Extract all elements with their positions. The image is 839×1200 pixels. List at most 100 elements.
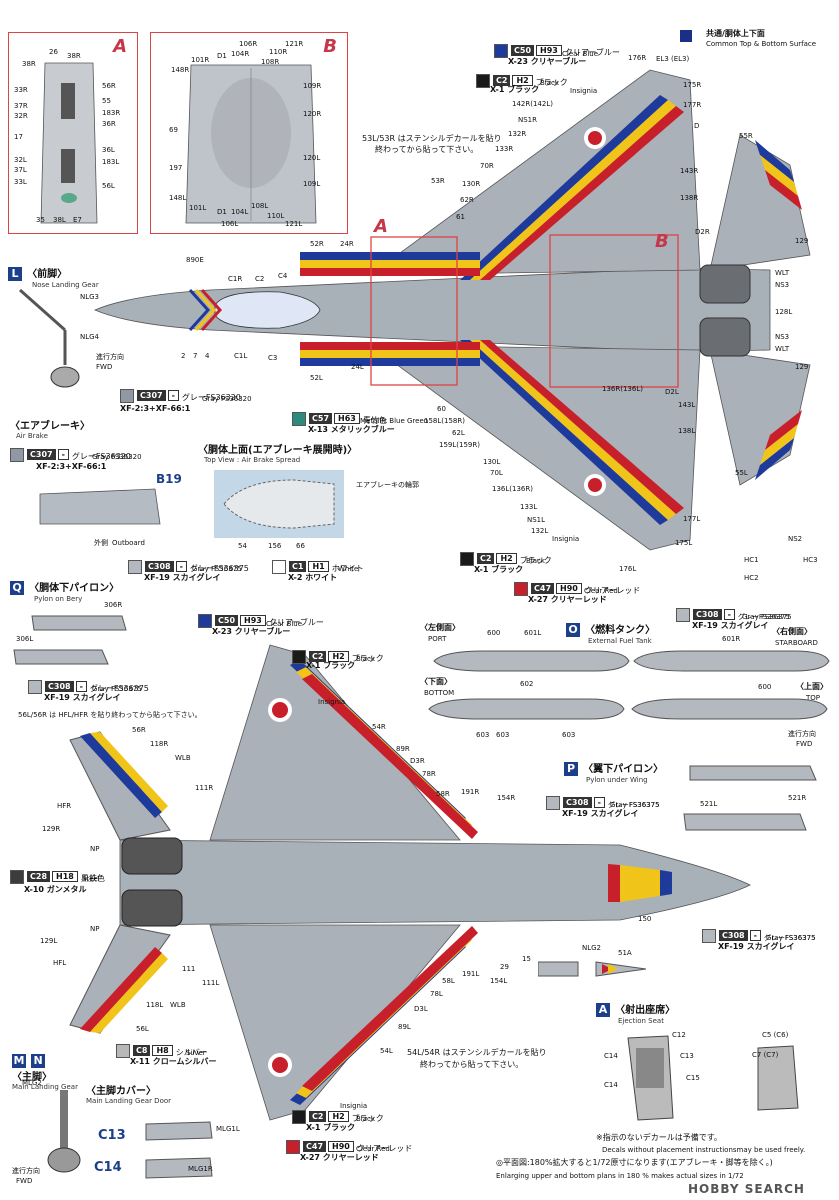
c308l-swatch — [702, 928, 716, 943]
c308-swatch — [128, 559, 142, 574]
c2-code: C2 — [493, 75, 511, 86]
lbl: 111 — [182, 965, 196, 973]
c2l-x: X-1 ブラック — [306, 661, 356, 670]
c8-h: H8 — [152, 1045, 173, 1056]
lbl: MLG2 — [22, 1079, 42, 1087]
c50l-jp: クリアーブルー — [268, 618, 324, 627]
lbl: 143R — [680, 167, 699, 175]
c307ab-x: XF-2:3+XF-66:1 — [36, 462, 107, 471]
lbl: 29 — [500, 963, 509, 971]
lbl: C7 (C7) — [752, 1051, 779, 1059]
c50-code: C50 — [511, 45, 535, 56]
lbl: D1 — [217, 52, 227, 60]
fwd-jp-tank: 進行方向 — [788, 730, 816, 738]
c308pw-en: Gray FS36375 — [610, 801, 660, 809]
c50l-x: X-23 クリヤーブルー — [212, 627, 291, 636]
lbl: 143L — [678, 401, 696, 409]
c2-swatch — [476, 73, 490, 88]
c2l-jp: ブラック — [351, 654, 384, 663]
lbl: 159L(159R) — [439, 441, 480, 449]
lbl: 197 — [169, 164, 183, 172]
c308-x: XF-19 スカイグレイ — [144, 573, 221, 582]
lbl: 158L(158R) — [424, 417, 465, 425]
pylon-body-letter: Q — [10, 581, 24, 595]
c308l-h: - — [749, 930, 761, 941]
c307-x: XF-2:3+XF-66:1 — [120, 404, 191, 413]
tvs-jp: 〈胴体上面(エアブレーキ展開時)〉 — [198, 445, 358, 456]
c2b2-en: Black — [356, 1115, 375, 1123]
lbl: 35 — [36, 216, 45, 224]
c1-x: X-2 ホワイト — [288, 573, 338, 582]
c2b-h: H2 — [496, 553, 517, 564]
lbl: 61 — [456, 213, 465, 221]
c308l-en: Gray FS36375 — [766, 934, 816, 942]
nose-gear-drawing — [19, 288, 80, 388]
hc2-label: HC2 — [744, 574, 759, 582]
lbl: 32L — [14, 156, 27, 164]
c308pw-swatch — [546, 795, 560, 810]
c307ab-swatch — [10, 447, 24, 462]
lbl: NP — [90, 845, 100, 853]
lbl: 111L — [202, 979, 220, 987]
lbl: 38L — [53, 216, 66, 224]
outboard-jp: 外側 — [94, 539, 108, 547]
lbl: MLG1L — [216, 1125, 240, 1133]
c2b-jp: ブラック — [519, 556, 552, 565]
c1-swatch — [272, 559, 286, 574]
lbl: 24L — [351, 363, 364, 371]
lbl: 4 — [205, 352, 210, 360]
main-gear-drawing — [47, 1090, 81, 1173]
lbl: D1 — [217, 208, 227, 216]
lbl: C1L — [234, 352, 248, 360]
lbl: D3L — [414, 1005, 428, 1013]
c2-h: H2 — [512, 75, 533, 86]
lbl: C2 — [255, 275, 265, 283]
lbl: 109R — [303, 82, 322, 90]
c57-code: C57 — [309, 413, 333, 424]
lbl: 191R — [461, 788, 480, 796]
lbl: 17 — [14, 133, 23, 141]
c308f-en: Gray FS36375 — [742, 613, 792, 621]
c1-jp: ホワイト — [331, 564, 364, 573]
lbl: 603 — [476, 731, 490, 739]
common-en: Common Top & Bottom Surface — [706, 40, 817, 48]
lbl: 89L — [398, 1023, 411, 1031]
c8-jp: シルバー — [175, 1048, 208, 1057]
insignia-label-lower: Insignia — [318, 698, 346, 706]
c14-label: C14 — [94, 1160, 122, 1175]
insignia-label-bottom: Insignia — [552, 535, 580, 543]
top-view-spread-drawing — [214, 470, 344, 538]
main-gear-door-section: 〈主脚カバー〉 Main Landing Gear Door — [86, 1082, 171, 1105]
pylon-body-en: Pylon on Bery — [34, 595, 83, 603]
c57-swatch — [292, 411, 306, 426]
main-gear-jp: 〈主脚〉 — [12, 1072, 52, 1083]
main-gear-letter-m: M — [12, 1054, 26, 1068]
ejection-seat-section: A 〈射出座席〉 Ejection Seat — [596, 998, 675, 1025]
watermark: HOBBY SEARCH — [688, 1182, 805, 1196]
lbl: D — [694, 122, 700, 130]
c2l-swatch — [292, 649, 306, 664]
lbl: WLT — [775, 269, 790, 277]
lbl: 602 — [520, 680, 534, 688]
lbl: 129L — [40, 937, 58, 945]
lbl: 156 — [268, 542, 282, 550]
lbl: NS1L — [527, 516, 546, 524]
c28-en: Steel — [82, 875, 100, 883]
lbl: NP — [90, 925, 100, 933]
lbl: 177L — [683, 515, 701, 523]
c8-en: Silver — [186, 1049, 206, 1057]
c2b-x: X-1 ブラック — [474, 565, 524, 574]
lbl: C5 (C6) — [762, 1031, 789, 1039]
c28-swatch — [10, 869, 24, 884]
c2-jp: ブラック — [535, 78, 568, 87]
c308p-h: - — [75, 681, 87, 692]
lbl: 101L — [189, 204, 207, 212]
c308l-x: XF-19 スカイグレイ — [718, 942, 795, 951]
lbl: 33L — [14, 178, 27, 186]
stencil-note-2: 終わってから貼って下さい。 — [375, 145, 479, 154]
lbl: 55L — [735, 469, 748, 477]
nose-gear-jp: 〈前脚〉 — [27, 269, 68, 280]
c308f-jp: グレーFS36375 — [737, 613, 790, 621]
